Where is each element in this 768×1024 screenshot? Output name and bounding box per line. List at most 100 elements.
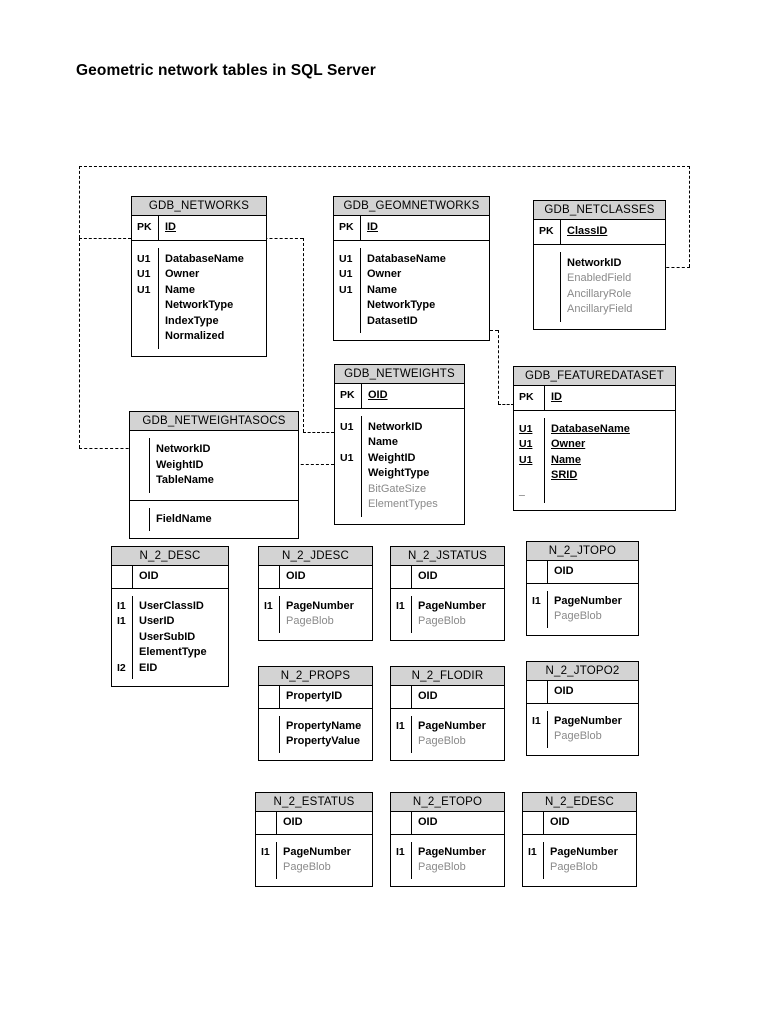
entity-attr-section: I1 PageNumber PageBlob: [523, 833, 636, 886]
attr-label: PageNumber: [286, 599, 354, 612]
attr-label: FieldName: [156, 512, 212, 525]
connector-geomnetworks-featuredataset-down: [498, 330, 499, 404]
attr-label: OID: [139, 570, 159, 582]
key-label: [339, 314, 356, 330]
attr-label: SRID: [551, 469, 578, 481]
connector-networks-netweights-entry: [303, 432, 334, 433]
attr-label: Owner: [367, 268, 402, 280]
key-label: U1: [340, 420, 354, 433]
attr-label: PageBlob: [283, 861, 331, 873]
attr-label: Owner: [165, 268, 200, 280]
entity-n2-jdesc[interactable]: N_2_JDESC OID I1 PageNumber PageBlob: [258, 546, 373, 641]
connector-networks-id-exit-left: [79, 238, 131, 239]
attr-label: OID: [554, 565, 574, 577]
entity-title: N_2_JTOPO: [527, 542, 638, 561]
attr-label: ID: [367, 221, 378, 233]
entity-n2-desc[interactable]: N_2_DESC OID I1 I1 I2 UserClassID UserID…: [111, 546, 229, 687]
entity-n2-jtopo2[interactable]: N_2_JTOPO2 OID I1 PageNumber PageBlob: [526, 661, 639, 756]
entity-pk-section: OID: [112, 566, 228, 588]
key-label: U1: [519, 438, 533, 450]
key-label: [528, 860, 539, 876]
entity-gdb-geomnetworks[interactable]: GDB_GEOMNETWORKS PK ID U1 U1 U1 Database…: [333, 196, 490, 341]
key-label: U1: [339, 283, 353, 296]
key-label: [396, 815, 407, 831]
entity-pk-section: OID: [391, 812, 504, 834]
entity-title: GDB_NETWORKS: [132, 197, 266, 216]
attr-label: NetworkID: [368, 420, 423, 433]
entity-pk-section: PK ID: [514, 386, 675, 410]
key-label: [137, 298, 154, 314]
key-label: I1: [396, 599, 405, 612]
attr-label: BitGateSize: [368, 482, 427, 495]
key-label: [340, 482, 357, 498]
attr-label: PageBlob: [554, 610, 602, 622]
attr-label: EnabledField: [567, 272, 632, 284]
key-label: I1: [532, 594, 541, 607]
entity-pk-section: PK OID: [335, 384, 464, 408]
attr-label: PageNumber: [283, 845, 351, 858]
attr-label: Name: [367, 283, 397, 296]
attr-label: PageBlob: [418, 735, 466, 747]
attr-label: PageBlob: [418, 861, 466, 873]
attr-label: Name: [551, 453, 581, 466]
entity-pk-section: OID: [523, 812, 636, 834]
attr-label: OID: [418, 570, 438, 582]
key-label: [264, 719, 275, 735]
entity-title: N_2_EDESC: [523, 793, 636, 812]
key-label: I1: [117, 615, 126, 627]
attr-label: DatabaseName: [551, 422, 630, 435]
attr-label: NetworkType: [367, 299, 436, 311]
attr-label: PageBlob: [550, 861, 598, 873]
attr-label: UserID: [139, 615, 175, 627]
entity-n2-jtopo[interactable]: N_2_JTOPO OID I1 PageNumber PageBlob: [526, 541, 639, 636]
key-label: [396, 569, 407, 585]
attr-label: PropertyName: [286, 719, 362, 732]
attr-label: Name: [368, 436, 398, 448]
entity-gdb-netclasses[interactable]: GDB_NETCLASSES PK ClassID NetworkID Enab…: [533, 200, 666, 330]
entity-gdb-featuredataset[interactable]: GDB_FEATUREDATASET PK ID U1 U1 U1 _ Data…: [513, 366, 676, 511]
entity-n2-etopo[interactable]: N_2_ETOPO OID I1 PageNumber PageBlob: [390, 792, 505, 887]
entity-title: N_2_JSTATUS: [391, 547, 504, 566]
attr-label: NetworkType: [165, 299, 234, 311]
connector-geomnetworks-featuredataset-entry: [498, 404, 514, 405]
attr-label: WeightID: [368, 451, 416, 464]
key-label: I1: [528, 845, 537, 858]
key-label: [340, 497, 357, 513]
entity-n2-props[interactable]: N_2_PROPS PropertyID PropertyName Proper…: [258, 666, 373, 761]
key-label: [396, 734, 407, 750]
entity-n2-jstatus[interactable]: N_2_JSTATUS OID I1 PageNumber PageBlob: [390, 546, 505, 641]
attr-label: [551, 484, 670, 500]
entity-gdb-netweights[interactable]: GDB_NETWEIGHTS PK OID U1 U1 NetworkID Na…: [334, 364, 465, 525]
entity-n2-flodir[interactable]: N_2_FLODIR OID I1 PageNumber PageBlob: [390, 666, 505, 761]
key-label: [261, 815, 272, 831]
key-label: [396, 614, 407, 630]
key-label: [117, 569, 128, 585]
key-label: _: [519, 484, 525, 497]
key-label: U1: [137, 268, 151, 280]
entity-attr-section: I1 PageNumber PageBlob: [527, 702, 638, 755]
entity-attr-section-2: FieldName: [130, 499, 298, 539]
entity-title: GDB_FEATUREDATASET: [514, 367, 675, 386]
entity-gdb-networks[interactable]: GDB_NETWORKS PK ID U1 U1 U1 DatabaseName…: [131, 196, 267, 357]
attr-label: PageNumber: [418, 599, 486, 612]
attr-label: PageNumber: [550, 845, 618, 858]
entity-title: GDB_NETWEIGHTS: [335, 365, 464, 384]
attr-label: OID: [286, 570, 306, 582]
key-label: U1: [519, 422, 533, 435]
key-label: [539, 256, 556, 272]
connector-networks-asocs-down: [79, 238, 80, 448]
entity-title: N_2_PROPS: [259, 667, 372, 686]
key-label: PK: [339, 221, 354, 233]
attr-label: NetworkID: [567, 256, 622, 269]
attr-label: ID: [551, 391, 562, 403]
attr-label: PageNumber: [418, 719, 486, 732]
attr-label: PageNumber: [554, 594, 622, 607]
key-label: I2: [117, 661, 126, 674]
entity-gdb-netweightasocs[interactable]: GDB_NETWEIGHTASOCS NetworkID WeightID Ta…: [129, 411, 299, 539]
entity-n2-estatus[interactable]: N_2_ESTATUS OID I1 PageNumber PageBlob: [255, 792, 373, 887]
attr-label: DatabaseName: [165, 252, 244, 265]
key-label: I1: [396, 719, 405, 732]
page-title: Geometric network tables in SQL Server: [76, 62, 376, 79]
connector-networks-asocs-entry: [79, 448, 139, 449]
entity-n2-edesc[interactable]: N_2_EDESC OID I1 PageNumber PageBlob: [522, 792, 637, 887]
